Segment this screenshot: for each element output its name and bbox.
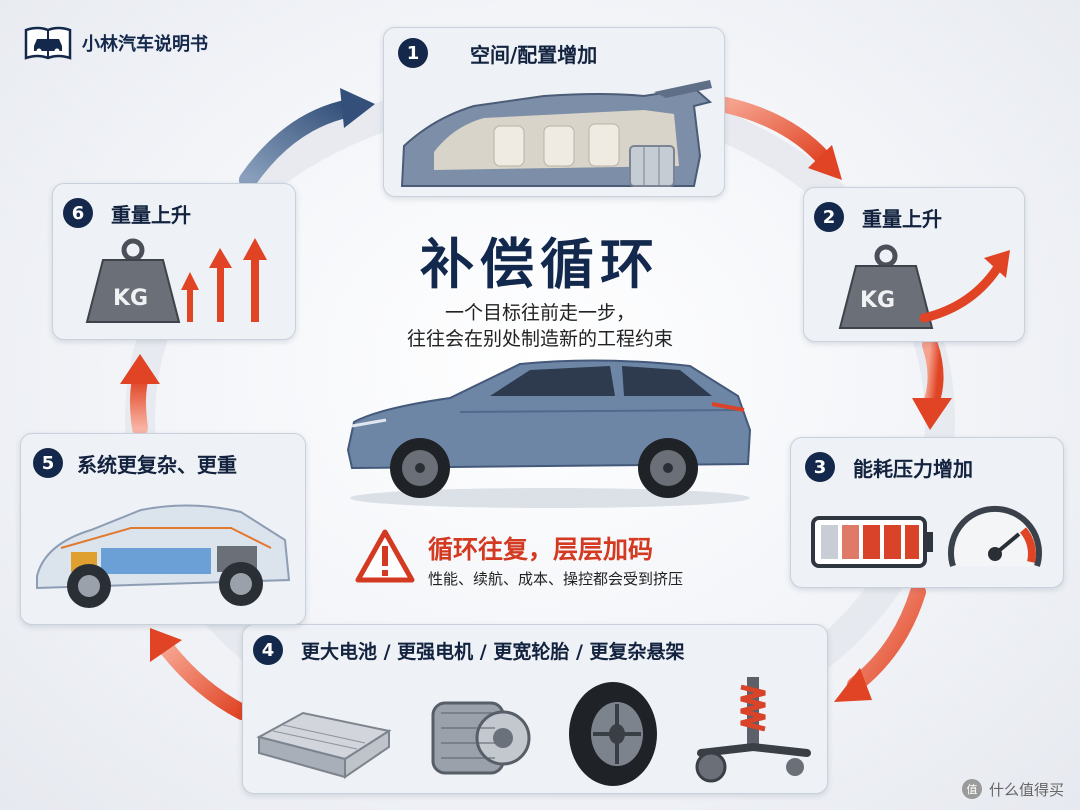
arrow-4-to-5: [150, 628, 250, 720]
tire-icon: [569, 682, 657, 786]
speedometer-icon: [948, 505, 1042, 567]
step-card-3: 3 能耗压力增加: [790, 437, 1064, 588]
xray-car-illustration: [36, 504, 291, 608]
step-title-5: 系统更复杂、更重: [77, 452, 237, 477]
smzdm-logo-icon: 值: [961, 779, 982, 799]
arrow-2-to-3: [912, 337, 952, 430]
step-number-2: 2: [814, 202, 844, 232]
step-card-4: 4 更大电池 / 更强电机 / 更宽轮胎 / 更复杂悬架: [242, 624, 828, 794]
step-card-2: 2 重量上升 KG: [803, 187, 1025, 342]
svg-text:值: 值: [966, 783, 977, 796]
step-number-4: 4: [253, 635, 283, 665]
step-card-5: 5 系统更复杂、更重: [20, 433, 306, 625]
step-title-4: 更大电池 / 更强电机 / 更宽轮胎 / 更复杂悬架: [301, 640, 685, 663]
step-number-1: 1: [398, 38, 428, 68]
hero-title: 补偿循环: [420, 233, 660, 296]
hero-subtitle-line1: 一个目标往前走一步，: [444, 302, 635, 324]
step-title-2: 重量上升: [862, 206, 942, 231]
car-manual-icon: [24, 26, 72, 60]
center-suv-illustration: [346, 359, 752, 508]
warning-title: 循环往复，层层加码: [428, 535, 654, 564]
step-card-1: 1 空间/配置增加: [383, 27, 725, 197]
step-title-3: 能耗压力增加: [853, 456, 973, 481]
hero-subtitle-line2: 往往会在别处制造新的工程约束: [406, 328, 673, 350]
brand: 小林汽车说明书: [24, 24, 208, 62]
watermark: 值 什么值得买: [961, 778, 1064, 800]
battery-pack-icon: [256, 711, 392, 779]
warning-subtitle: 性能、续航、成本、操控都会受到挤压: [428, 570, 684, 588]
step-number-3: 3: [805, 452, 835, 482]
arrow-1-to-2: [718, 97, 842, 180]
suspension-icon: [695, 677, 811, 783]
weight-label-2: KG: [860, 288, 896, 313]
arrow-6-to-1: [239, 88, 375, 189]
step-number-6: 6: [63, 198, 93, 228]
warning-triangle-icon: [355, 529, 415, 583]
weight-up-arrows-illustration: [85, 238, 267, 323]
weight-label-6: KG: [113, 286, 149, 311]
suv-interior-illustration: [400, 80, 713, 187]
brand-name: 小林汽车说明书: [82, 34, 208, 55]
arrow-3-to-4: [834, 584, 926, 702]
step-card-6: 6 重量上升 KG: [52, 183, 296, 340]
step-title-6: 重量上升: [111, 202, 191, 227]
step-title-1: 空间/配置增加: [470, 42, 598, 67]
battery-low-icon: [811, 516, 933, 568]
step-number-5: 5: [33, 448, 63, 478]
arrow-5-to-6: [120, 354, 160, 436]
electric-motor-icon: [431, 701, 531, 775]
weight-rising-illustration: [838, 244, 1010, 329]
watermark-text: 什么值得买: [988, 780, 1064, 799]
